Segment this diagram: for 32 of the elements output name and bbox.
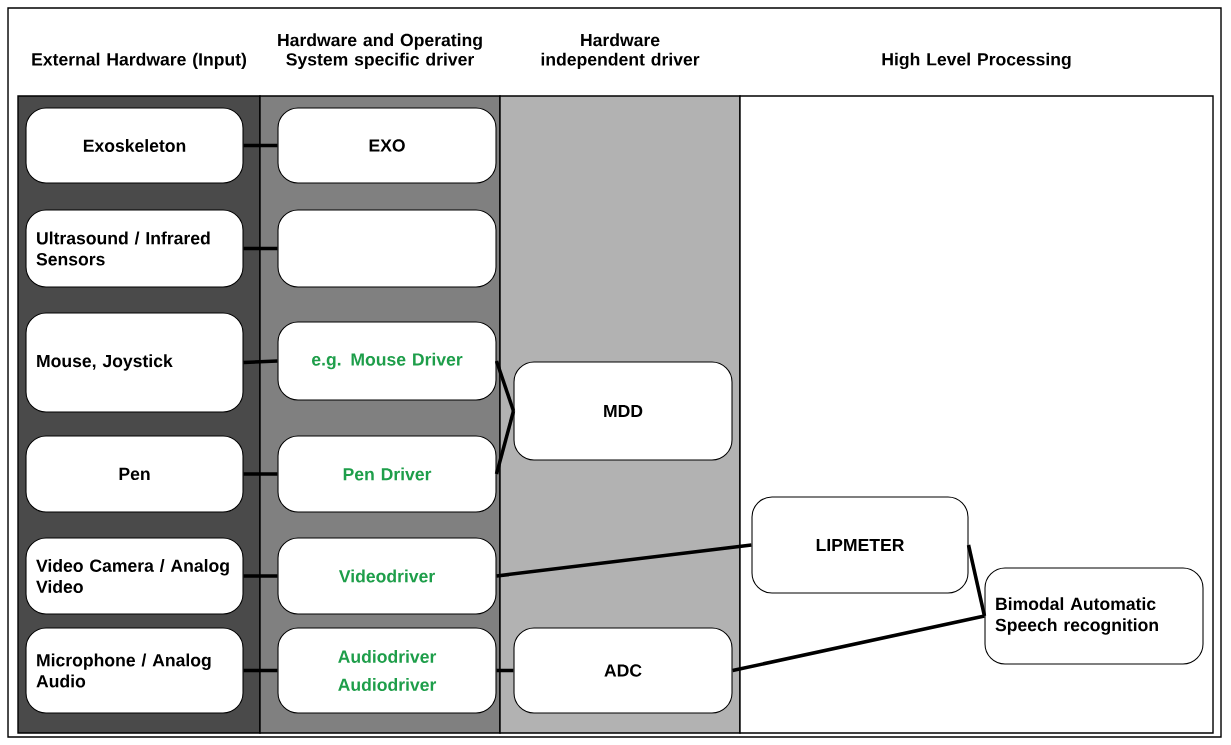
connector-line xyxy=(243,246,278,251)
connector-line xyxy=(496,668,514,673)
rounded-box: MDD xyxy=(513,361,733,461)
connector-line xyxy=(243,359,278,365)
rounded-box: EXO xyxy=(277,107,497,184)
rounded-box: Pen Driver xyxy=(277,435,497,513)
rounded-box: Microphone / Analog Audio xyxy=(25,627,244,714)
rounded-box: ADC xyxy=(513,627,733,714)
connector-line xyxy=(494,410,516,475)
connector-line xyxy=(243,668,278,673)
connector-line xyxy=(732,614,985,673)
rounded-box: e.g. Mouse Driver xyxy=(277,321,497,401)
connector-line xyxy=(496,543,752,578)
connector-line xyxy=(243,143,278,148)
connector-line xyxy=(966,544,987,617)
connector-line xyxy=(243,472,278,476)
node-label: High Level Processing xyxy=(882,52,1071,70)
connector-line xyxy=(243,574,278,578)
rounded-box: Videodriver xyxy=(277,537,497,615)
rounded-box: Mouse, Joystick xyxy=(25,312,244,413)
connector-line xyxy=(494,360,516,412)
rounded-box: Bimodal Automatic Speech recognition xyxy=(984,567,1204,665)
rounded-box: LIPMETER xyxy=(751,496,969,594)
rounded-box: Video Camera / Analog Video xyxy=(25,537,244,615)
rounded-box xyxy=(277,209,497,288)
node-label: Hardware and Operating System specific driver xyxy=(278,33,482,70)
rounded-box: Ultrasound / Infrared Sensors xyxy=(25,209,244,288)
rounded-box: Pen xyxy=(25,435,244,513)
rounded-box: Audiodriver Audiodriver xyxy=(277,627,497,714)
node-label: External Hardware (Input) xyxy=(32,52,247,70)
node-label: Hardware independent driver xyxy=(541,33,700,70)
rounded-box: Exoskeleton xyxy=(25,107,244,184)
